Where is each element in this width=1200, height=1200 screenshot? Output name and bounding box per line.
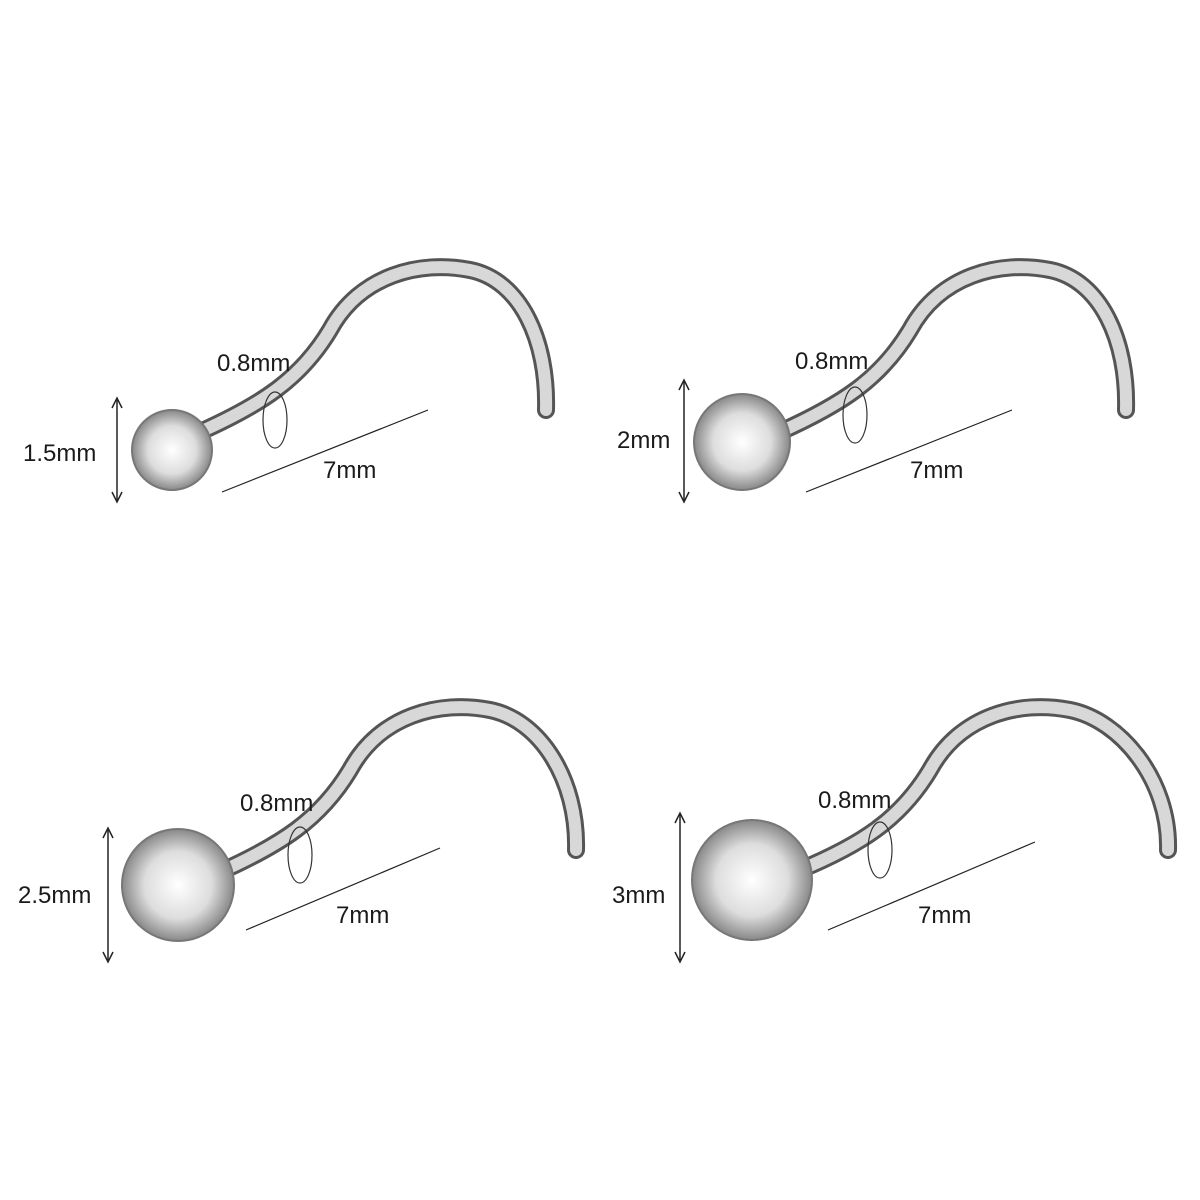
nose-stud-illustration: [111, 258, 556, 504]
nose-stud-illustration: [102, 698, 586, 964]
gem-size-label: 1.5mm: [23, 440, 97, 467]
length-label: 7mm: [336, 902, 390, 929]
gem-size-label: 2mm: [617, 427, 671, 454]
nose-stud-illustration: [678, 258, 1136, 504]
gauge-label: 0.8mm: [240, 790, 314, 817]
gauge-label: 0.8mm: [795, 348, 869, 375]
length-label: 7mm: [910, 457, 964, 484]
stud-2mm: 0.8mm 2mm 7mm: [580, 250, 1180, 550]
gauge-label: 0.8mm: [217, 350, 291, 377]
length-label: 7mm: [323, 457, 377, 484]
length-label: 7mm: [918, 902, 972, 929]
stud-1-5mm: 0.8mm 1.5mm 7mm: [0, 250, 600, 550]
nose-stud-illustration: [674, 698, 1178, 964]
stud-2-5mm: 0.8mm 2.5mm 7mm: [0, 690, 600, 990]
gauge-label: 0.8mm: [818, 787, 892, 814]
gem-size-label: 2.5mm: [18, 882, 92, 909]
gem-size-label: 3mm: [612, 882, 666, 909]
stud-3mm: 0.8mm 3mm 7mm: [580, 690, 1180, 990]
